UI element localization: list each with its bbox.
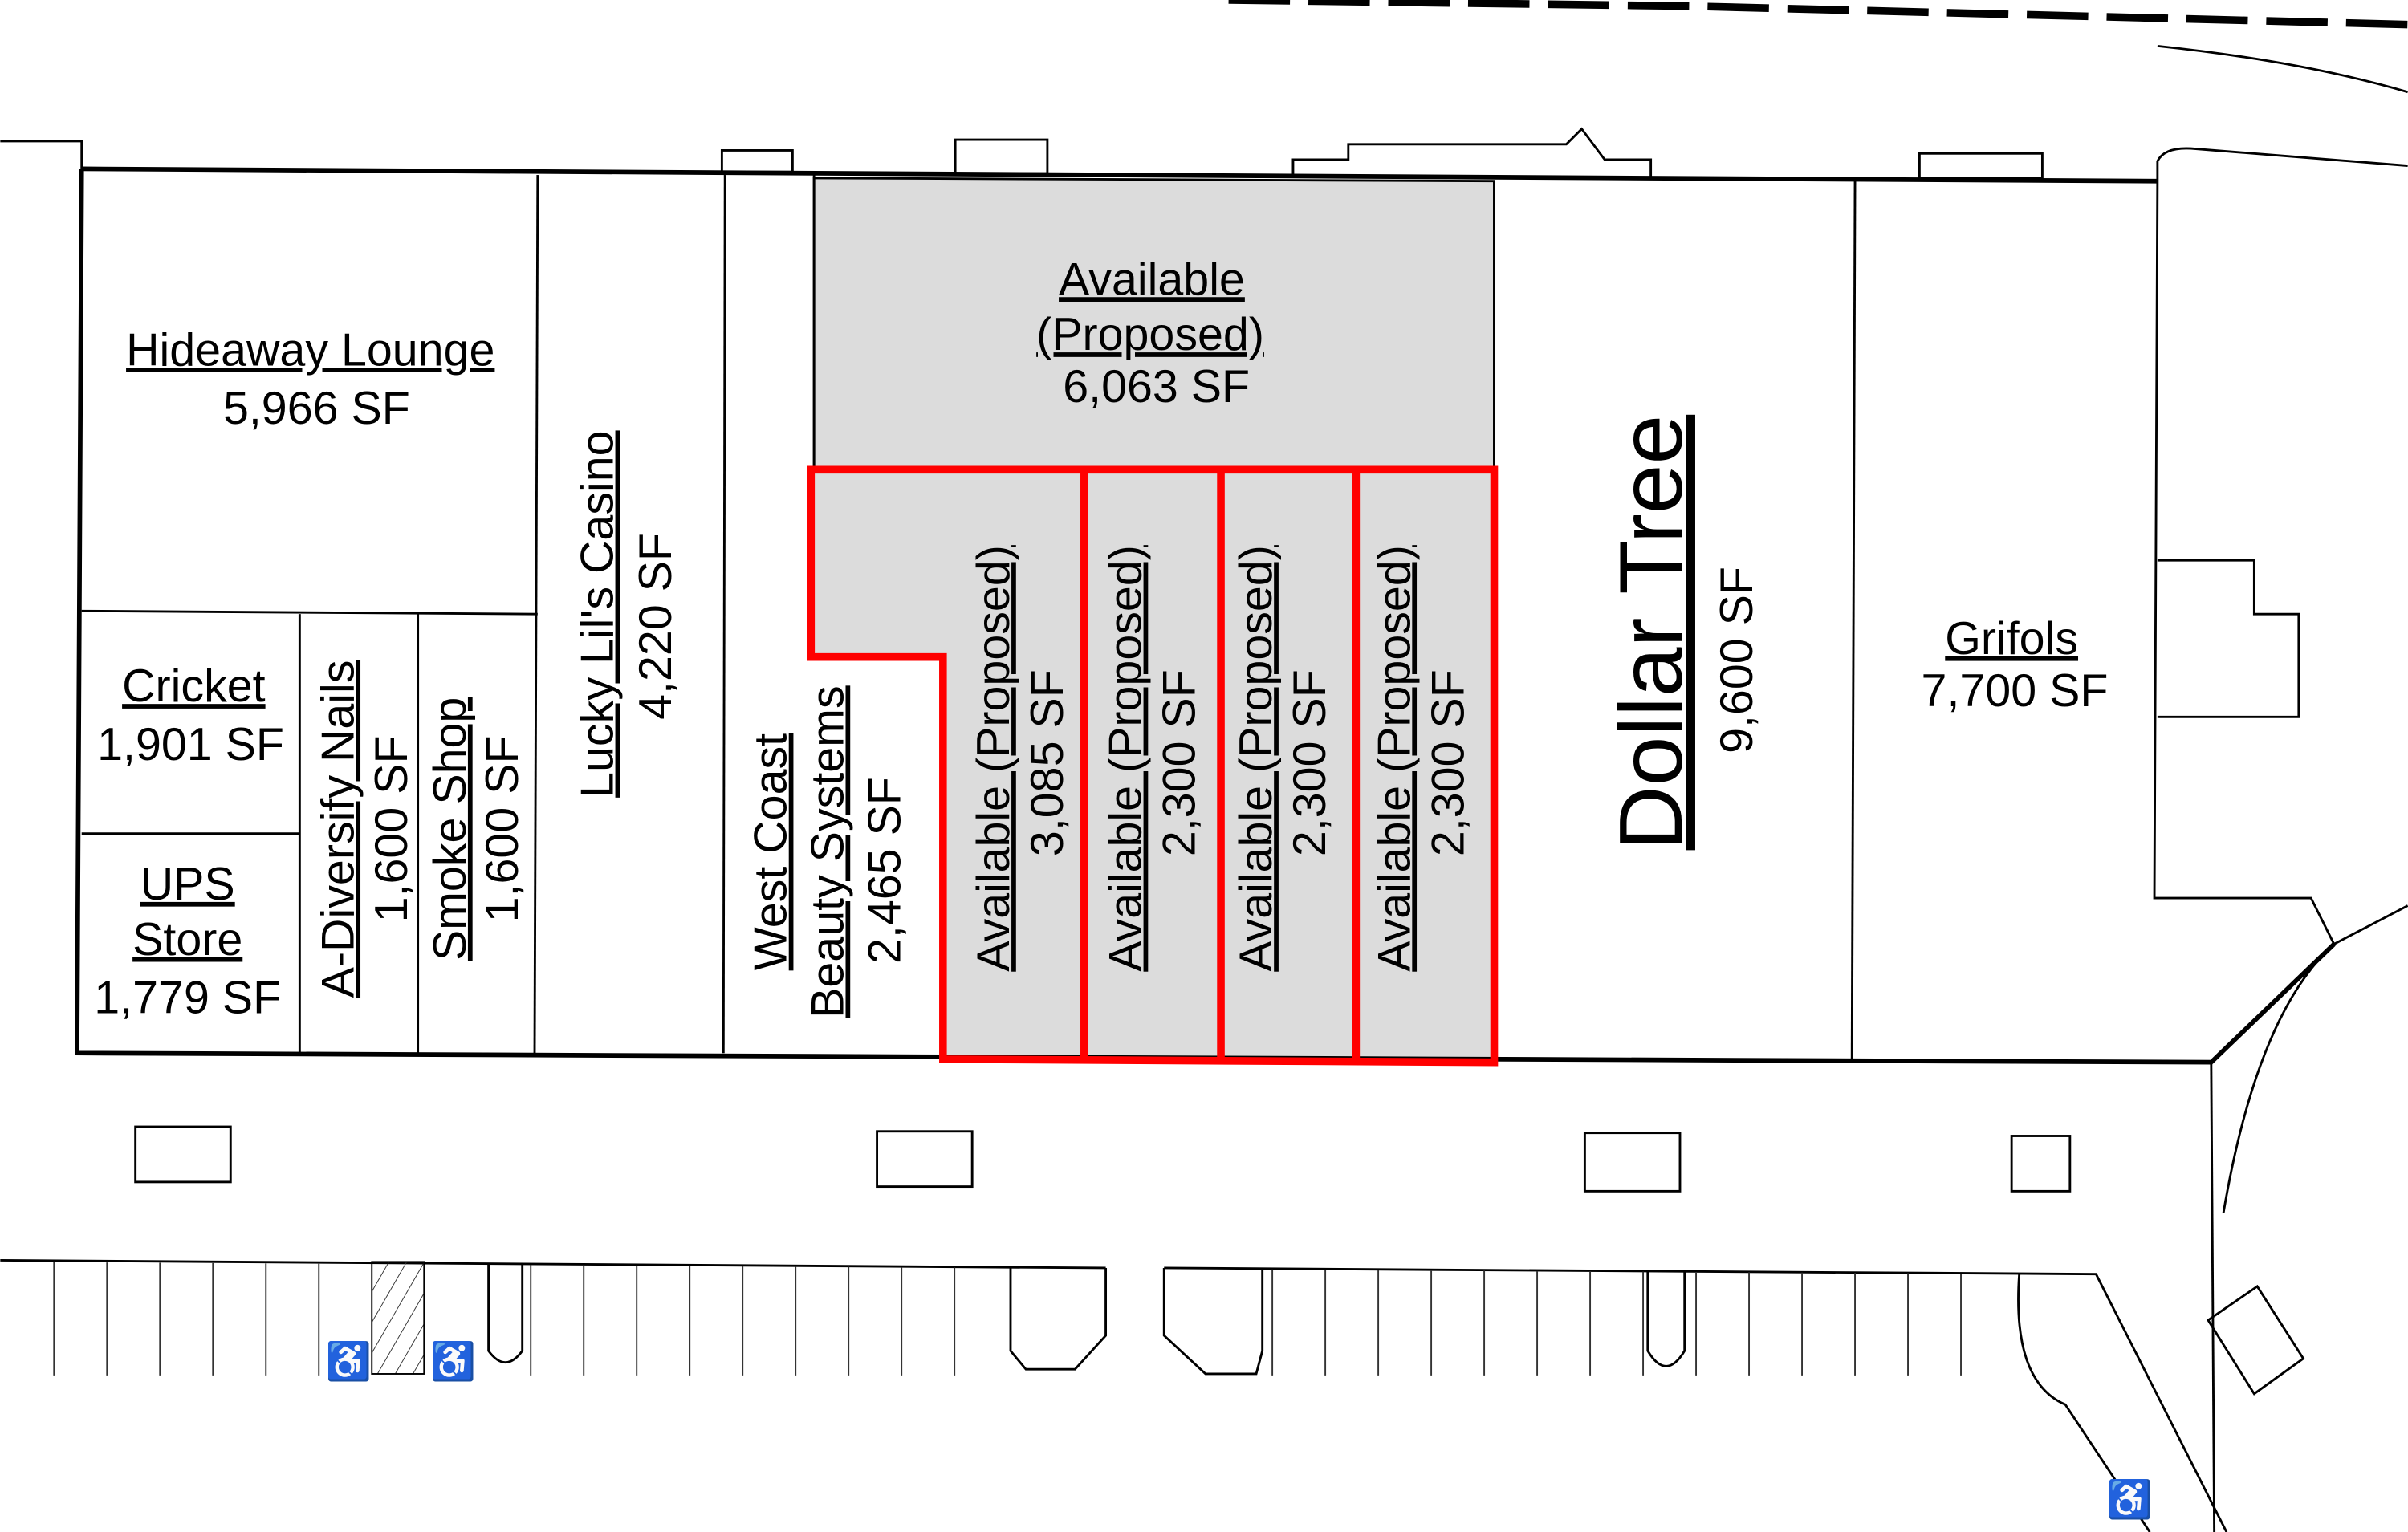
tenant-name: Available (Proposed) <box>1230 545 1282 972</box>
tenant-name: Dollar Tree <box>1601 415 1701 851</box>
tenant-size: 1,600 SF <box>477 736 528 923</box>
rooftop-structures <box>0 127 2408 946</box>
tenant-size: 1,779 SF <box>94 972 281 1023</box>
accessible-parking-icon: ♿ <box>2107 1478 2153 1521</box>
tenant-hideaway[interactable]: Hideaway Lounge 5,966 SF <box>126 324 494 434</box>
tenant-size: 4,220 SF <box>630 533 681 720</box>
tenant-name: A-Diversify Nails <box>312 660 364 998</box>
tenant-nails[interactable]: A-Diversify Nails 1,600 SF <box>312 660 417 998</box>
tenant-available-unit-3[interactable]: Available (Proposed) 2,300 SF <box>1230 545 1336 972</box>
tenant-name: Beauty Systems <box>802 685 853 1018</box>
tenant-size: 6,063 SF <box>1063 361 1250 412</box>
available-units-outline <box>807 465 1499 1067</box>
tenant-size: 9,600 SF <box>1711 567 1763 754</box>
tenant-size: 2,300 SF <box>1154 669 1206 856</box>
tenant-size: 2,300 SF <box>1422 669 1474 856</box>
tenant-name: Cricket <box>122 660 266 712</box>
road-line <box>1228 0 2408 94</box>
tenant-name: (Proposed) <box>1036 309 1264 360</box>
tenant-size: 2,465 SF <box>859 777 910 964</box>
tenant-name: Hideaway Lounge <box>126 324 494 376</box>
tenant-cricket[interactable]: Cricket 1,901 SF <box>97 660 284 770</box>
tenant-westcoast[interactable]: West Coast Beauty Systems 2,465 SF <box>746 685 911 1018</box>
tenant-name: Available <box>1059 254 1245 305</box>
parking-lot: ♿ ♿ ♿ <box>0 1258 2305 1532</box>
tenant-ups[interactable]: UPS Store 1,779 SF <box>94 859 281 1024</box>
tenant-lucky[interactable]: Lucky Lil's Casino 4,220 SF <box>572 430 682 797</box>
tenant-name: Grifols <box>1945 613 2078 664</box>
available-units-area[interactable] <box>811 469 1495 1063</box>
tenant-available-unit-4[interactable]: Available (Proposed) 2,300 SF <box>1369 545 1474 972</box>
tenant-name: Available (Proposed) <box>1369 545 1420 972</box>
tenant-name: UPS <box>140 859 235 910</box>
tenant-grifols[interactable]: Grifols 7,700 SF <box>1922 613 2109 717</box>
tenant-size: 1,600 SF <box>366 736 417 923</box>
tenant-size: 3,085 SF <box>1022 669 1073 856</box>
planters <box>134 1125 2072 1193</box>
tenant-name: Available (Proposed) <box>968 545 1019 972</box>
tenant-size: 7,700 SF <box>1922 665 2109 717</box>
tenant-name: West Coast <box>746 733 797 971</box>
tenant-size: 2,300 SF <box>1284 669 1336 856</box>
tenant-available-large[interactable]: Available (Proposed) 6,063 SF <box>1036 254 1264 412</box>
tenant-name: Store <box>132 914 242 965</box>
tenant-name: Available (Proposed) <box>1100 545 1152 972</box>
tenant-smoke[interactable]: Smoke Shop 1,600 SF <box>425 697 528 961</box>
tenant-name: Smoke Shop <box>425 697 476 961</box>
tenant-size: 5,966 SF <box>223 383 410 434</box>
tenant-size: 1,901 SF <box>97 719 284 770</box>
tenant-available-unit-1[interactable]: Available (Proposed) 3,085 SF <box>968 545 1073 972</box>
tenant-dollartree[interactable]: Dollar Tree 9,600 SF <box>1601 415 1763 851</box>
accessible-parking-icon: ♿ <box>430 1340 476 1383</box>
tenant-available-unit-2[interactable]: Available (Proposed) 2,300 SF <box>1100 545 1206 972</box>
tenant-name: Lucky Lil's Casino <box>572 430 624 797</box>
accessible-parking-icon: ♿ <box>326 1340 372 1383</box>
